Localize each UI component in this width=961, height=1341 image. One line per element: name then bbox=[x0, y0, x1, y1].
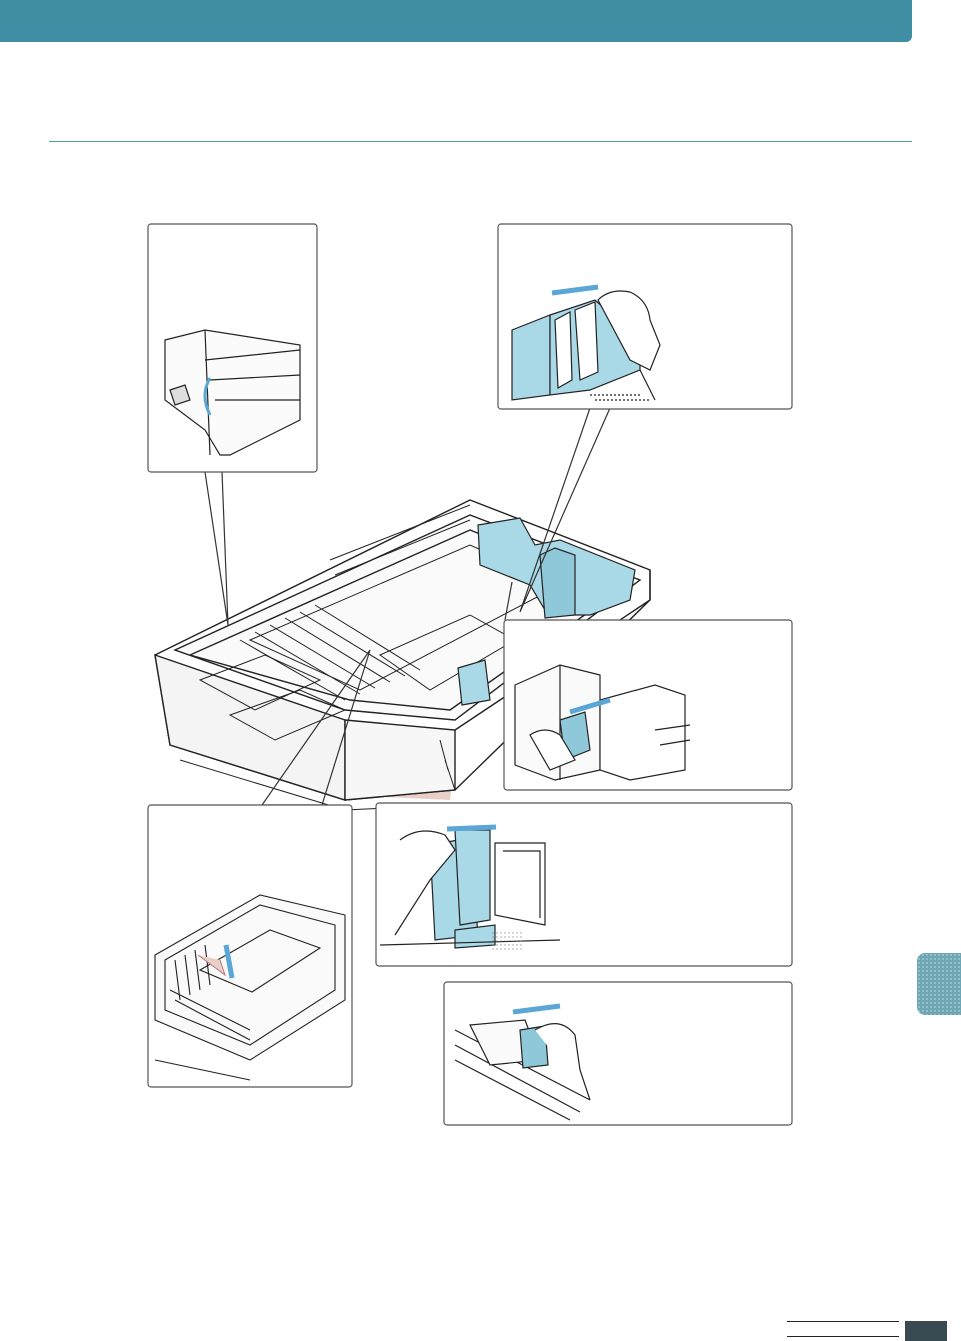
footer-rule-bottom bbox=[787, 1336, 899, 1337]
page-number-box bbox=[905, 1321, 947, 1341]
panel-side-guide-detail bbox=[498, 224, 792, 409]
panel-width-guide-detail bbox=[376, 803, 792, 966]
panel-length-guide-detail bbox=[504, 620, 792, 790]
panel-guide-squeeze-detail bbox=[444, 982, 792, 1125]
footer-rule-top bbox=[787, 1321, 899, 1322]
chapter-tab[interactable] bbox=[917, 953, 961, 1015]
panel-rear-lock-detail bbox=[148, 224, 317, 472]
panel-metal-plate-detail bbox=[148, 805, 352, 1087]
